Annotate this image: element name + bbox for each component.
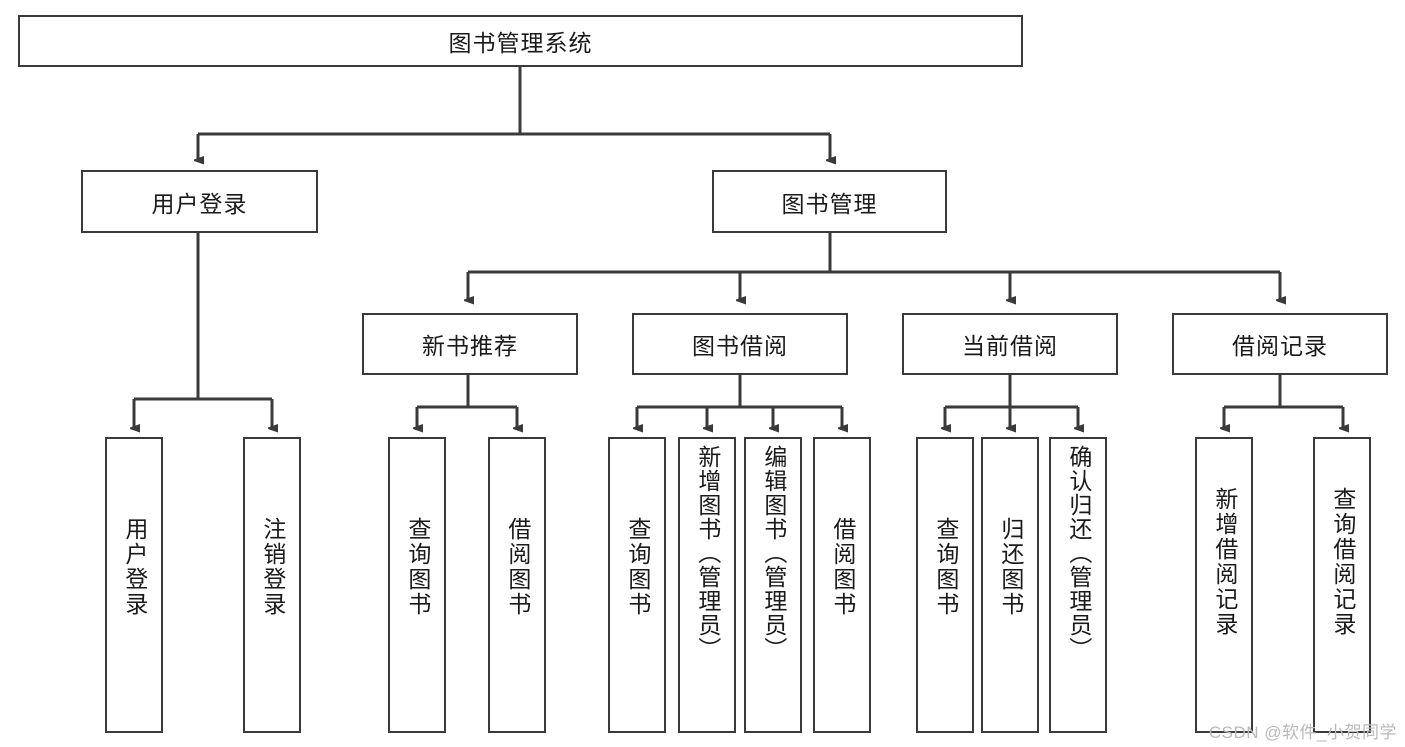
leaf-current-query-book[interactable]: 查询图书 <box>916 437 974 733</box>
leaf-borrow-query-book[interactable]: 查询图书 <box>608 437 666 733</box>
leaf-record-add-record[interactable]: 新增借阅记录 <box>1195 437 1253 733</box>
node-label: 用户登录 <box>151 190 248 217</box>
node-label: 借阅记录 <box>1232 333 1328 359</box>
node-label: 查询借阅记录 <box>1329 487 1356 637</box>
node-label: 新增借阅记录 <box>1211 487 1238 637</box>
node-label: 归还图书 <box>997 517 1024 617</box>
node-label: 图书借阅 <box>692 333 788 359</box>
leaf-current-confirm-return-admin[interactable]: 确认归还（管理员） <box>1049 437 1107 733</box>
node-label: 借阅图书 <box>504 517 531 617</box>
node-label: 查询图书 <box>932 517 959 617</box>
leaf-recommend-query-book[interactable]: 查询图书 <box>388 437 446 733</box>
node-label: 新增图书（管理员） <box>694 445 721 661</box>
node-new-book-recommend[interactable]: 新书推荐 <box>362 313 578 375</box>
leaf-borrow-borrow-book[interactable]: 借阅图书 <box>813 437 871 733</box>
leaf-borrow-add-book-admin[interactable]: 新增图书（管理员） <box>678 437 736 733</box>
node-label: 确认归还（管理员） <box>1065 445 1092 661</box>
node-root-system[interactable]: 图书管理系统 <box>18 15 1023 67</box>
node-label: 借阅图书 <box>829 517 856 617</box>
leaf-record-query-record[interactable]: 查询借阅记录 <box>1313 437 1371 733</box>
node-current-borrow[interactable]: 当前借阅 <box>902 313 1118 375</box>
watermark-text: CSDN @软件_小贺同学 <box>1208 723 1397 742</box>
node-label: 图书管理系统 <box>448 30 593 56</box>
node-label: 查询图书 <box>624 517 651 617</box>
node-label: 当前借阅 <box>962 333 1058 359</box>
leaf-current-return-book[interactable]: 归还图书 <box>981 437 1039 733</box>
leaf-user-login-login[interactable]: 用户登录 <box>105 437 163 733</box>
leaf-borrow-edit-book-admin[interactable]: 编辑图书（管理员） <box>744 437 802 733</box>
leaf-recommend-borrow-book[interactable]: 借阅图书 <box>488 437 546 733</box>
node-label: 注销登录 <box>259 517 286 617</box>
node-book-borrow[interactable]: 图书借阅 <box>632 313 848 375</box>
node-label: 用户登录 <box>121 517 148 617</box>
node-borrow-record[interactable]: 借阅记录 <box>1172 313 1388 375</box>
leaf-user-login-logout[interactable]: 注销登录 <box>243 437 301 733</box>
node-book-management[interactable]: 图书管理 <box>712 170 947 233</box>
node-label: 图书管理 <box>781 190 878 217</box>
node-user-login[interactable]: 用户登录 <box>81 170 318 233</box>
node-label: 新书推荐 <box>422 333 518 359</box>
node-label: 编辑图书（管理员） <box>760 445 787 661</box>
node-label: 查询图书 <box>404 517 431 617</box>
